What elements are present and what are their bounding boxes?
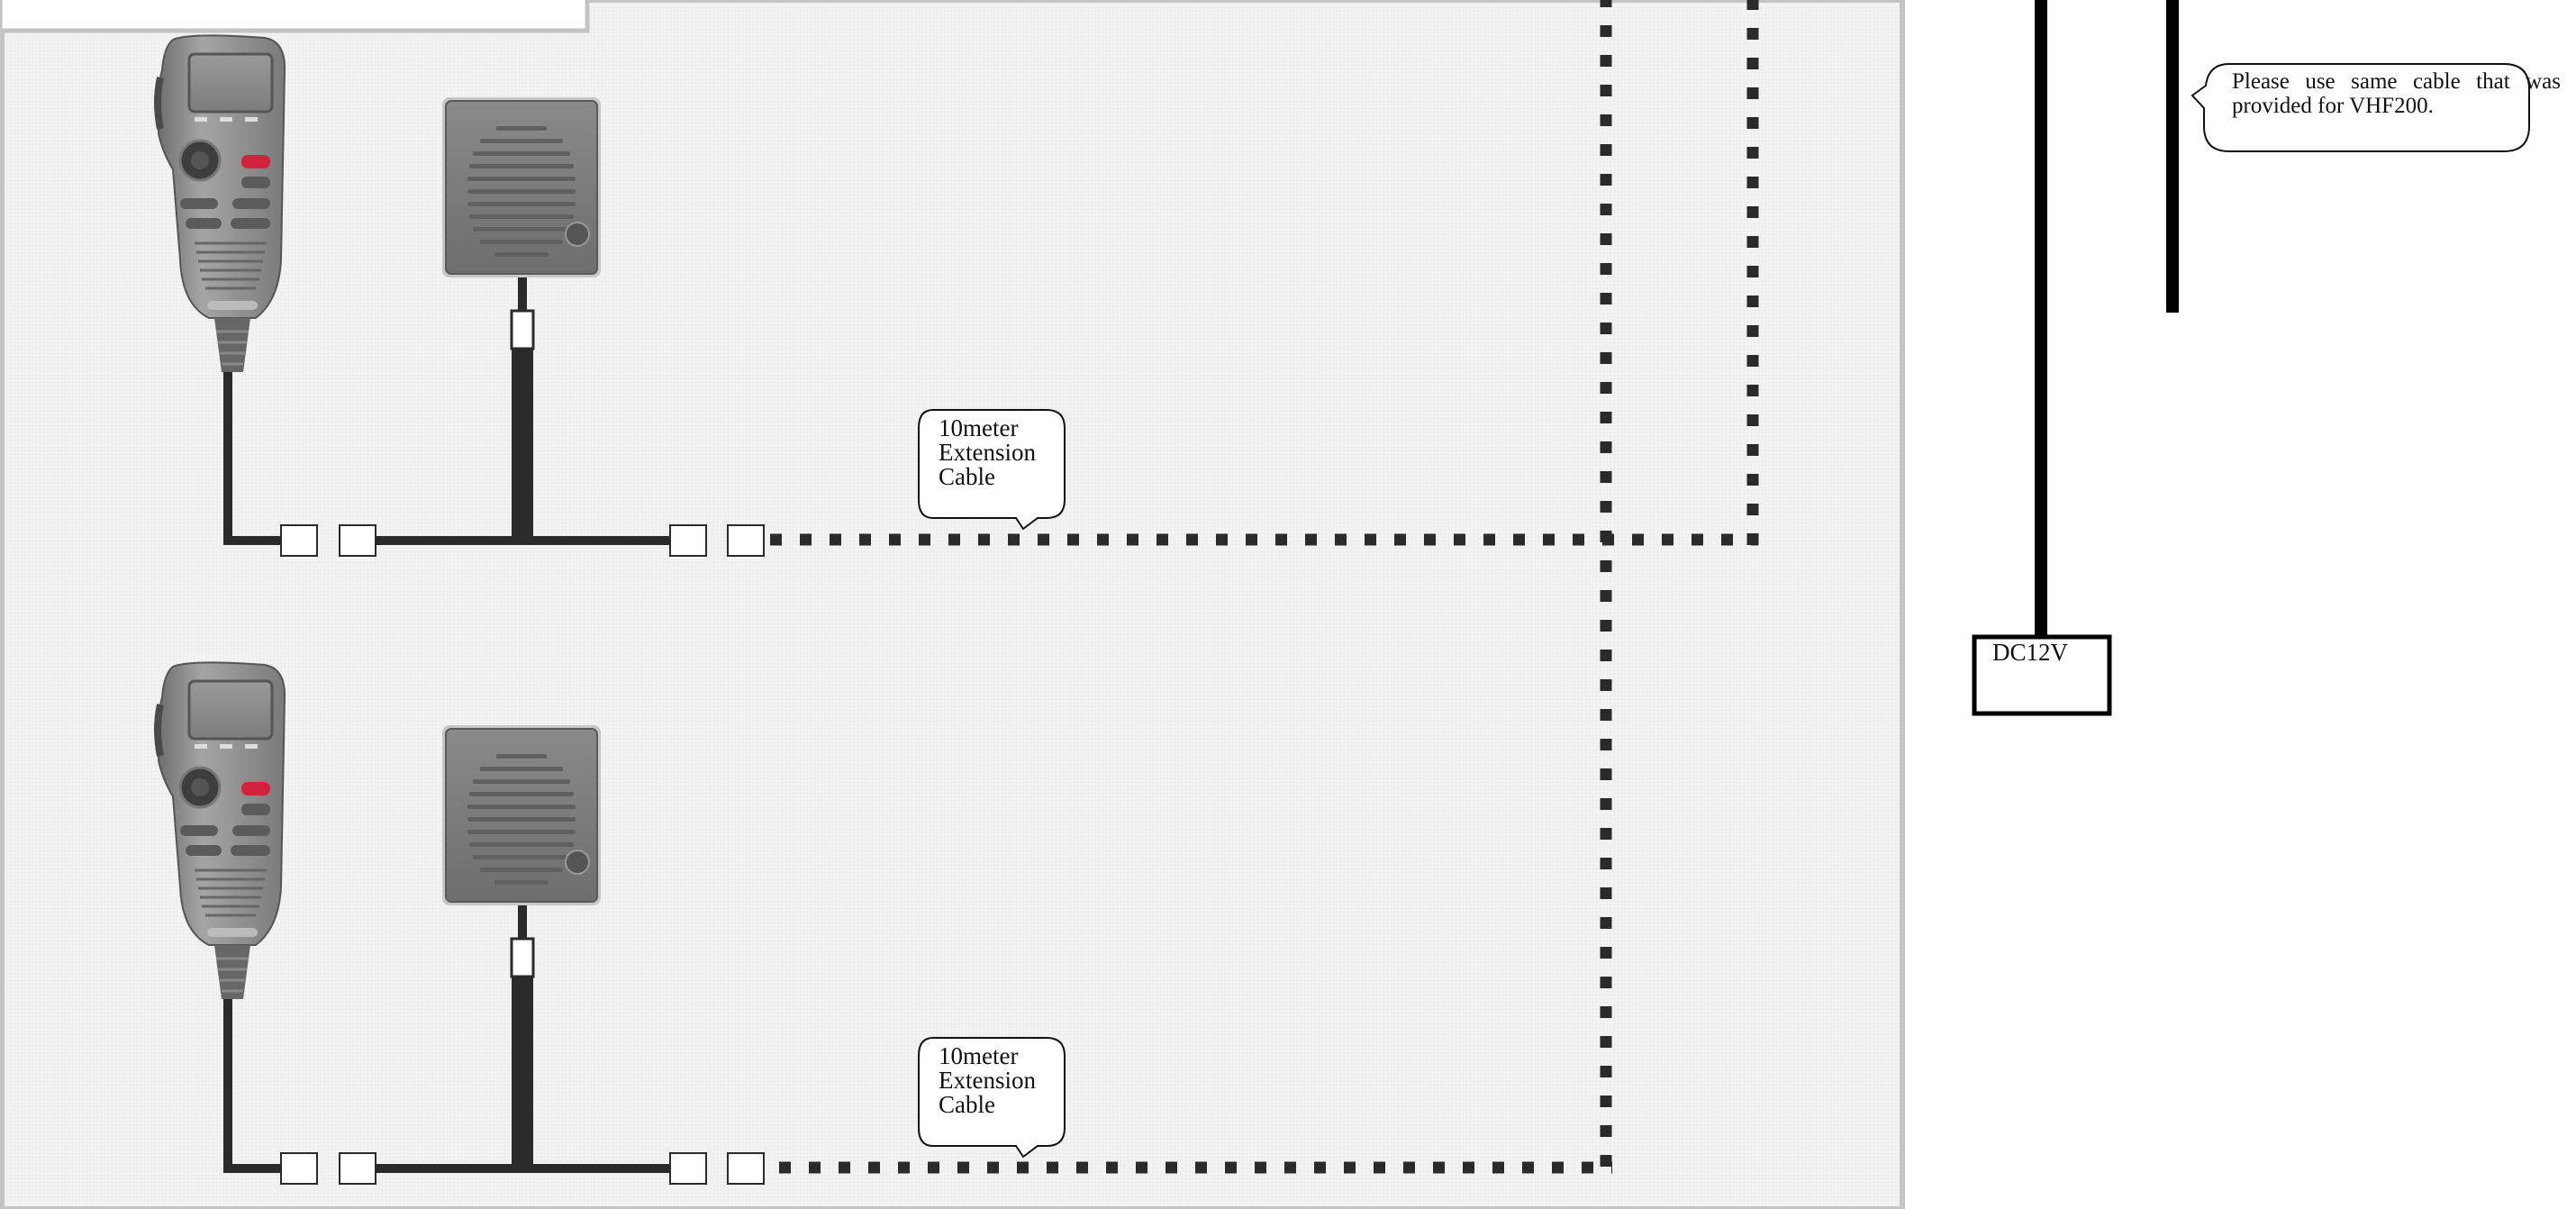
upper-speaker-plug <box>512 311 533 349</box>
lower-speaker-icon <box>442 725 601 905</box>
title-box <box>0 0 587 31</box>
note-cable-line <box>2166 0 2179 313</box>
upper-speaker-icon <box>442 97 601 277</box>
upper-extension-callout: 10meter Extension Cable <box>939 416 1065 489</box>
lower-speaker-plug <box>512 939 533 977</box>
lower-speaker-cable-thick <box>512 975 533 1167</box>
upper-speaker-cable-thick <box>512 347 533 539</box>
note-text: Please use same cable that was provided … <box>2232 69 2561 118</box>
dc12v-label: DC12V <box>1992 641 2068 665</box>
diagram-panel <box>2 0 1902 1209</box>
lower-extension-callout: 10meter Extension Cable <box>939 1044 1065 1117</box>
power-cable-line <box>2035 0 2047 638</box>
